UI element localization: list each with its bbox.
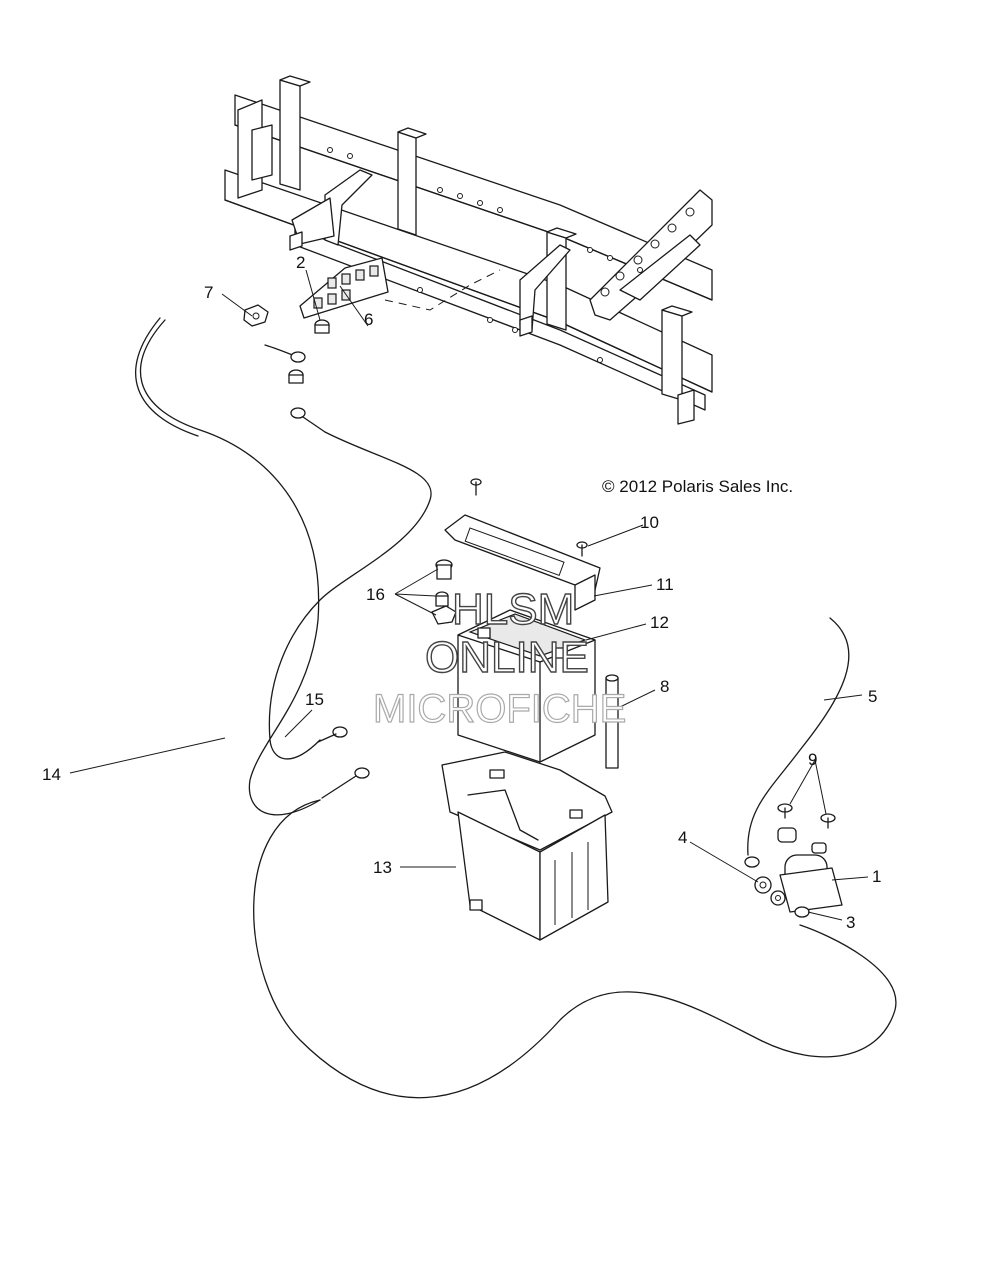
spacer-16	[435, 591, 449, 607]
callout-5: 5	[868, 687, 877, 706]
bolt-top	[470, 478, 482, 496]
cable-14	[139, 319, 321, 816]
frame-crossmember	[224, 75, 713, 425]
screw-9b	[820, 813, 836, 829]
cable-5	[747, 617, 850, 856]
callout-1: 1	[872, 867, 881, 886]
cable-to-solenoid	[253, 799, 897, 1099]
nut-16	[431, 605, 457, 625]
callout-14: 14	[42, 765, 61, 784]
cable-15	[268, 431, 432, 760]
callout-9: 9	[808, 750, 817, 769]
terminal-ring-top	[264, 344, 306, 363]
callout-11: 11	[656, 575, 674, 594]
terminal-15	[317, 726, 348, 743]
terminal-5	[744, 856, 760, 868]
battery	[457, 609, 596, 763]
watermark-line-1: HLSM	[452, 585, 574, 634]
copyright-notice: © 2012 Polaris Sales Inc.	[602, 477, 793, 496]
holddown-bracket	[444, 514, 601, 611]
callout-12: 12	[650, 613, 669, 632]
nut-7	[243, 304, 269, 327]
nut-4b	[770, 890, 786, 906]
bolt-10	[576, 541, 588, 557]
callout-13: 13	[373, 858, 392, 877]
watermark-line-3: MICROFICHE	[373, 687, 626, 731]
terminal-3	[794, 906, 810, 918]
solenoid	[777, 827, 843, 913]
callout-3: 3	[846, 913, 855, 932]
vent-tube-8	[605, 674, 619, 769]
terminal-14	[321, 767, 370, 799]
screw-9a	[777, 803, 793, 819]
nut-4	[754, 876, 772, 894]
callout-8: 8	[660, 677, 669, 696]
bolt-2b	[288, 369, 304, 384]
battery-box	[441, 751, 613, 941]
callout-4: 4	[678, 828, 687, 847]
callout-15: 15	[305, 690, 324, 709]
callout-7: 7	[204, 283, 213, 302]
bolt-2	[314, 319, 330, 334]
bolt-16	[435, 559, 453, 580]
callout-6: 6	[364, 310, 373, 329]
fuse-block	[299, 257, 389, 319]
callout-16: 16	[366, 585, 385, 604]
watermark-line-2: ONLINE	[425, 633, 589, 682]
cable-14-b	[135, 317, 199, 437]
leader-lines	[69, 269, 869, 921]
callout-2: 2	[296, 253, 305, 272]
terminal-ring-lower	[290, 407, 326, 433]
callout-10: 10	[640, 513, 659, 532]
